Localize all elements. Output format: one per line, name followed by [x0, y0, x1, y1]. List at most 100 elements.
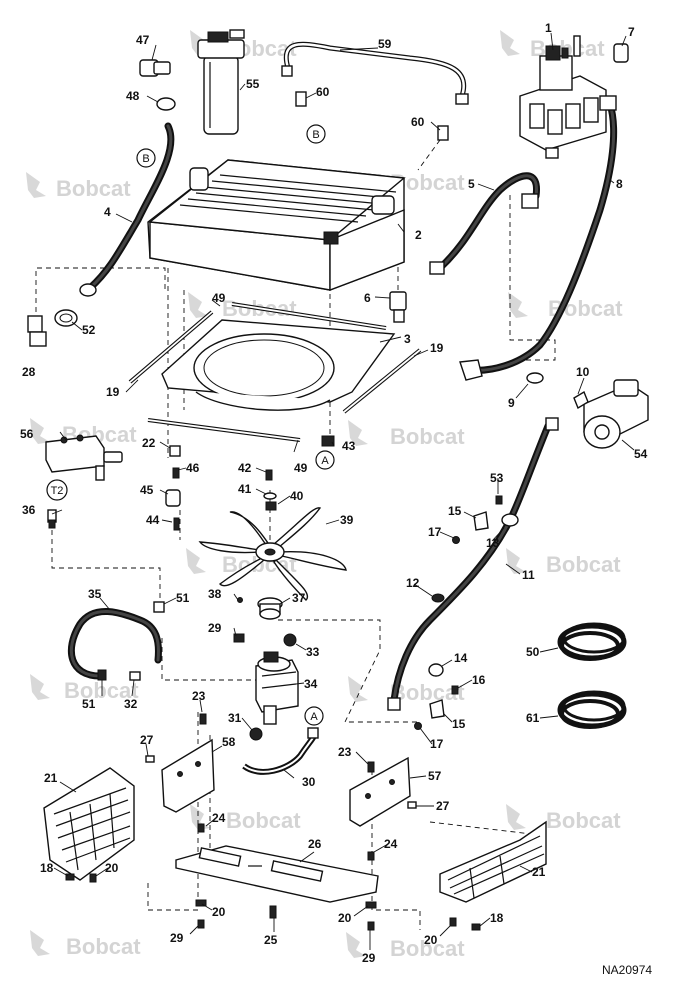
clamp	[97, 669, 107, 681]
callout: 22	[142, 436, 156, 450]
cooling-fan	[198, 507, 347, 601]
nut	[283, 633, 297, 647]
mounting-bracket	[161, 738, 215, 813]
bolt	[237, 597, 243, 603]
bolt	[269, 905, 277, 919]
screw	[173, 517, 180, 531]
part-callouts: 1 2 3 4 5 6 7 8 9 10 11 12 13 14 15 16 1…	[20, 21, 648, 965]
callout: 35	[88, 587, 102, 601]
support-rod	[342, 348, 422, 414]
callout: 61	[526, 711, 540, 725]
callout: 42	[238, 461, 252, 475]
callout: 57	[428, 769, 442, 783]
callout: 50	[526, 645, 540, 659]
callout: 29	[362, 951, 376, 965]
bolt	[367, 851, 375, 861]
callout: 12	[406, 576, 420, 590]
callout: 19	[430, 341, 444, 355]
watermark: Bobcat	[346, 932, 465, 961]
callout: 36	[22, 503, 36, 517]
nut	[65, 873, 75, 881]
callout: 28	[22, 365, 36, 379]
callout: 29	[208, 621, 222, 635]
circle-ref-t2: T2	[46, 479, 68, 501]
callout: 29	[170, 931, 184, 945]
elbow-fitting	[27, 315, 47, 347]
callout: 25	[264, 933, 278, 947]
callout: 23	[192, 689, 206, 703]
hydraulic-hose	[387, 417, 559, 711]
washer	[263, 492, 277, 500]
callout: 11	[522, 568, 535, 582]
watermark: Bobcat	[506, 548, 621, 577]
callout: 55	[246, 77, 260, 91]
fitting	[437, 125, 449, 141]
mounting-bracket	[349, 756, 411, 827]
callout: 3	[404, 332, 411, 346]
radiator-fins	[179, 174, 397, 223]
callout: 21	[532, 865, 546, 879]
hydraulic-hose	[242, 727, 319, 775]
callout: 60	[411, 115, 425, 129]
hose-clamp	[54, 309, 78, 327]
svg-text:A: A	[310, 711, 318, 723]
callout: 32	[124, 697, 138, 711]
circle-ref-a: A	[304, 706, 324, 726]
nut	[471, 923, 481, 931]
callout: 59	[378, 37, 392, 51]
callout: 52	[82, 323, 96, 337]
callout: 24	[384, 837, 398, 851]
hydraulic-filter	[197, 29, 245, 135]
document-id: NA20974	[602, 963, 652, 977]
callout: 47	[136, 33, 150, 47]
nut	[233, 633, 245, 643]
callout: 39	[340, 513, 354, 527]
bolt	[495, 495, 503, 505]
coolant-hose	[67, 601, 165, 680]
watermark: Bobcat	[26, 172, 131, 201]
callout: 38	[208, 587, 222, 601]
callout: 31	[228, 711, 242, 725]
hose-clamp	[156, 97, 176, 111]
nut	[249, 727, 263, 741]
svg-text:Bobcat: Bobcat	[226, 808, 301, 833]
bolt	[367, 761, 375, 773]
nut	[265, 501, 277, 511]
fan-hub	[257, 597, 283, 620]
clamp-bracket	[429, 699, 445, 719]
bolt	[89, 873, 97, 883]
bolt	[449, 917, 457, 927]
bolt	[451, 685, 459, 695]
callout: 51	[176, 591, 190, 605]
clamp	[129, 671, 141, 681]
callout: 23	[338, 745, 352, 759]
fuel-line	[281, 41, 469, 105]
support-rod	[231, 302, 387, 330]
svg-text:T2: T2	[51, 485, 64, 497]
callout: 20	[105, 861, 119, 875]
svg-text:Bobcat: Bobcat	[546, 552, 621, 577]
callout: 17	[428, 525, 442, 539]
callout: 1	[545, 21, 552, 35]
svg-text:Bobcat: Bobcat	[546, 808, 621, 833]
control-valve	[519, 35, 607, 159]
temperature-sender	[47, 509, 57, 529]
circle-ref-b: B	[136, 148, 156, 168]
drain-plug	[321, 435, 335, 447]
callout: 26	[308, 837, 322, 851]
drain-plug	[169, 445, 181, 457]
callout: 18	[40, 861, 54, 875]
sensor-block	[45, 434, 123, 481]
svg-text:Bobcat: Bobcat	[66, 934, 141, 959]
callout: 60	[316, 85, 330, 99]
hose-coil	[557, 622, 627, 661]
watermark: Bobcat	[30, 930, 141, 959]
callout: 16	[472, 673, 486, 687]
callout: 20	[338, 911, 352, 925]
callout: 15	[448, 504, 462, 518]
circle-ref-a: A	[315, 450, 335, 470]
clamp-bracket	[473, 511, 489, 531]
callout: 6	[364, 291, 371, 305]
valve-fitting	[613, 43, 629, 63]
callout: 43	[342, 439, 356, 453]
